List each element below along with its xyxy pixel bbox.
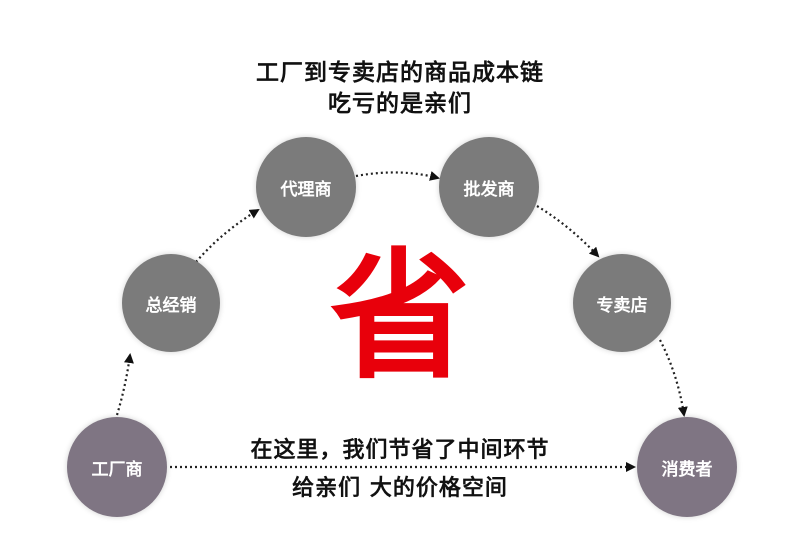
node-wholesaler: 批发商: [439, 137, 539, 237]
diagram-title-line1: 工厂到专卖店的商品成本链: [256, 60, 544, 86]
node-wholesaler-label: 批发商: [463, 179, 515, 200]
diagram-title-line2: 吃亏的是亲们: [328, 91, 472, 117]
node-consumer-label: 消费者: [661, 459, 713, 480]
node-store: 专卖店: [573, 254, 671, 352]
node-factory-label: 工厂商: [91, 459, 143, 480]
node-agent: 代理商: [256, 137, 356, 237]
arrow-store-to-consumer: [659, 339, 688, 417]
savings-note-line1: 在这里，我们节省了中间环节: [250, 438, 550, 463]
node-general-distributor: 总经销: [122, 254, 220, 352]
arrow-general-to-agent: [195, 208, 260, 263]
savings-note-line2: 给亲们 大的价格空间: [292, 476, 508, 501]
node-consumer: 消费者: [637, 417, 737, 517]
arrow-agent-to-wholesale: [355, 171, 440, 181]
node-agent-label: 代理商: [280, 179, 332, 200]
center-save-character: 省: [329, 236, 470, 399]
node-general-distributor-label: 总经销: [145, 295, 197, 316]
arrow-factory-to-general: [115, 353, 134, 416]
node-store-label: 专卖店: [596, 295, 648, 316]
arrow-wholesale-to-store: [536, 205, 600, 258]
node-factory: 工厂商: [67, 417, 167, 517]
